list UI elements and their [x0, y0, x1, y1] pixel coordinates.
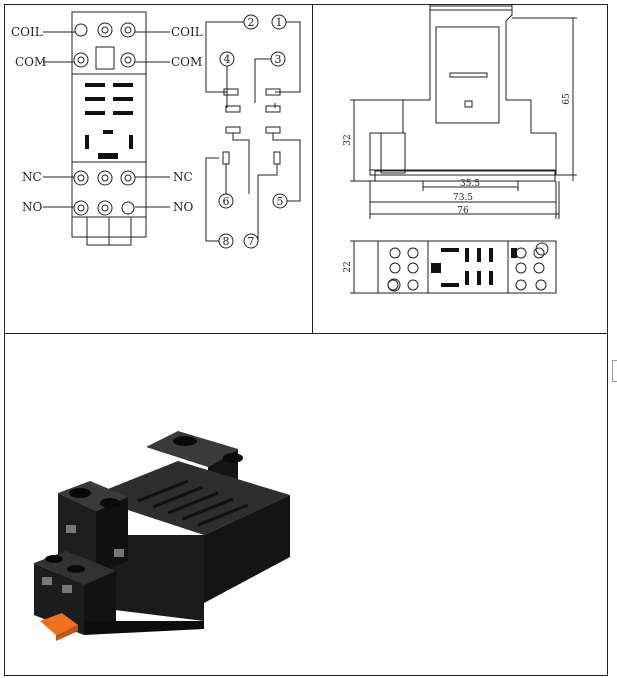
wiring-diagram-cell: COIL COIL COM COM NC NC NO NO 2 1 4 3 6 … — [5, 5, 311, 332]
contact-pad — [265, 126, 281, 134]
dim-bottom-height: 22 — [343, 261, 353, 272]
coil-element — [273, 151, 281, 165]
right-nc-label: NC — [173, 170, 193, 184]
dim-height: 65 — [562, 93, 572, 105]
pin-4-label: 4 — [224, 53, 231, 66]
terminal-screw — [407, 279, 419, 291]
pin-3-label: 3 — [275, 53, 282, 66]
contact-pad — [265, 105, 281, 113]
side-view-outline — [369, 9, 557, 176]
terminal-screw — [73, 200, 89, 216]
terminal-screw — [407, 262, 419, 274]
pin-5-label: 5 — [277, 195, 284, 208]
terminal-screw — [97, 22, 113, 38]
relay-socket-illustration — [34, 431, 290, 641]
terminal-screw — [515, 247, 527, 259]
coil-element — [222, 151, 230, 165]
dimension-drawing: 34 65 32 35.5 73.5 76 22 — [343, 5, 577, 294]
right-coil-label: COIL — [171, 25, 203, 39]
product-photo — [28, 425, 298, 655]
terminal-screw — [120, 170, 136, 186]
terminal-screw — [120, 52, 136, 68]
terminal-screw — [97, 170, 113, 186]
left-coil-label: COIL — [11, 25, 43, 39]
dim-inner-width: 35.5 — [460, 179, 480, 189]
contact-pad — [225, 126, 241, 134]
table-frame — [4, 4, 608, 676]
terminal-screw — [73, 52, 89, 68]
right-no-label: NO — [173, 200, 194, 214]
left-no-label: NO — [22, 200, 43, 214]
pin-8-label: 8 — [223, 235, 230, 248]
left-nc-label: NC — [22, 170, 42, 184]
dim-mid-width: 73.5 — [453, 193, 473, 203]
terminal-screw — [74, 23, 88, 37]
contact-pad — [225, 105, 241, 113]
pin-6-label: 6 — [223, 195, 230, 208]
terminal-screw — [407, 247, 419, 259]
terminal-screw — [389, 247, 401, 259]
terminal-screw — [97, 200, 113, 216]
pin-7-label: 7 — [248, 235, 255, 248]
terminal-screw — [120, 22, 136, 38]
left-com-label: COM — [15, 55, 46, 69]
row-divider — [4, 333, 608, 334]
dim-total-width: 76 — [457, 206, 469, 216]
terminal-screw — [533, 247, 545, 259]
wiring-diagram: COIL COIL COM COM NC NC NO NO 2 1 4 3 6 … — [11, 11, 301, 249]
dim-top-width: 34 — [465, 5, 477, 7]
terminal-screw — [73, 170, 89, 186]
terminal-screw — [389, 262, 401, 274]
page-edge-mark — [612, 360, 617, 382]
terminal-screw — [535, 279, 547, 291]
right-com-label: COM — [171, 55, 202, 69]
terminal-screw — [515, 262, 527, 274]
pin-1-label: 1 — [276, 16, 283, 29]
terminal-screw — [121, 201, 135, 215]
socket-top-view-outline — [71, 11, 147, 238]
terminal-screw — [515, 279, 527, 291]
column-divider — [312, 4, 313, 334]
contact-pad — [223, 88, 239, 96]
dimension-drawing-cell: 34 65 32 35.5 73.5 76 22 — [313, 5, 607, 332]
dim-side-height: 32 — [343, 134, 353, 145]
pin-2-label: 2 — [248, 16, 255, 29]
contact-pad — [265, 88, 281, 96]
terminal-screw — [533, 262, 545, 274]
